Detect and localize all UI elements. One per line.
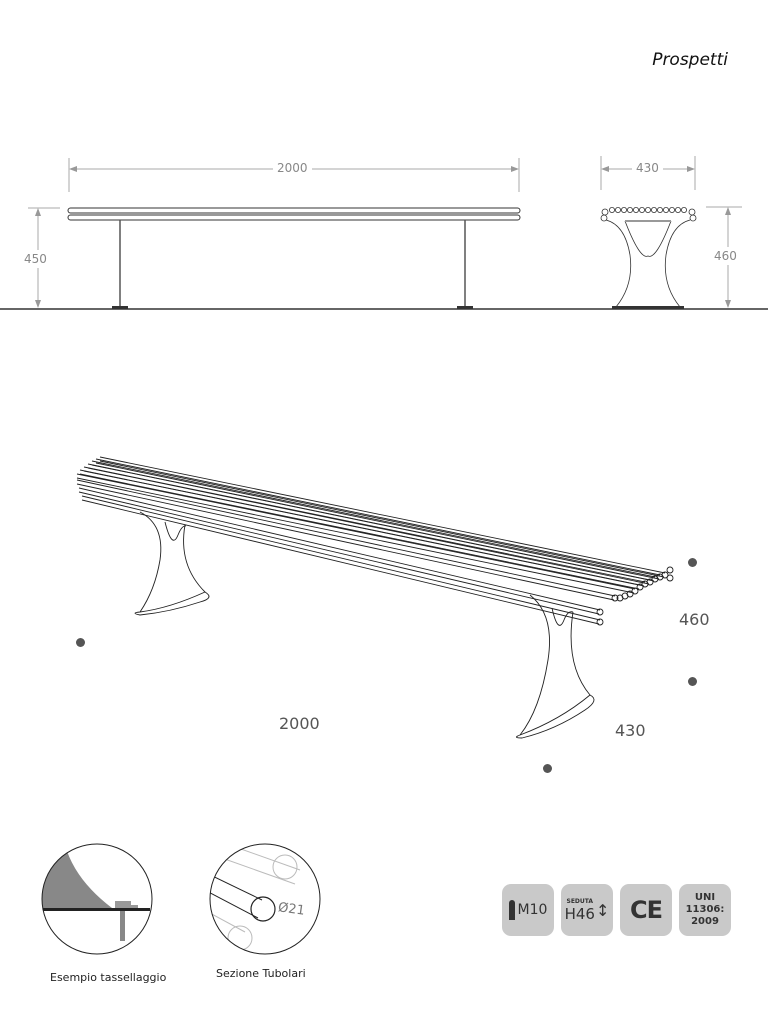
iso-depth-dimension: 430: [615, 721, 646, 740]
dimension-marker-dot: [688, 558, 697, 567]
standard-line-1: UNI: [694, 892, 716, 903]
seat-height-icon: ↕: [595, 900, 610, 920]
seat-height-label: H46: [564, 904, 595, 923]
ce-mark-icon: CE: [629, 896, 663, 924]
tube-section-caption: Sezione Tubolari: [216, 967, 306, 980]
standard-line-2: 11306:: [685, 904, 725, 915]
standard-badge: UNI 11306: 2009: [679, 884, 731, 936]
tube-section-detail: [210, 844, 301, 951]
iso-length-dimension: 2000: [279, 714, 320, 733]
bolt-icon: [508, 900, 515, 920]
ce-badge: CE: [620, 884, 672, 936]
front-width-dimension: 2000: [273, 161, 312, 175]
bolt-size-label: M10: [517, 902, 548, 918]
iso-height-dimension: 460: [679, 610, 710, 629]
anchoring-caption: Esempio tassellaggio: [50, 971, 167, 984]
isometric-drawing: [76, 456, 674, 739]
side-width-dimension: 430: [632, 161, 663, 175]
side-height-dimension: 460: [712, 247, 739, 265]
front-height-dimension: 450: [22, 250, 49, 268]
elevation-drawings: [0, 156, 768, 310]
standard-line-3: 2009: [691, 916, 719, 927]
detail-drawings: [41, 843, 321, 955]
seat-height-badge: SEDUTA H46 ↕: [561, 884, 613, 936]
dimension-marker-dot: [688, 677, 697, 686]
dimension-marker-dot: [76, 638, 85, 647]
seat-label: SEDUTA: [566, 897, 594, 905]
dimension-marker-dot: [543, 764, 552, 773]
anchoring-detail: [42, 845, 150, 941]
certification-badges: M10 SEDUTA H46 ↕ CE UNI 11306: 2009: [502, 884, 731, 936]
bolt-badge: M10: [502, 884, 554, 936]
page-title: Prospetti: [652, 50, 728, 70]
